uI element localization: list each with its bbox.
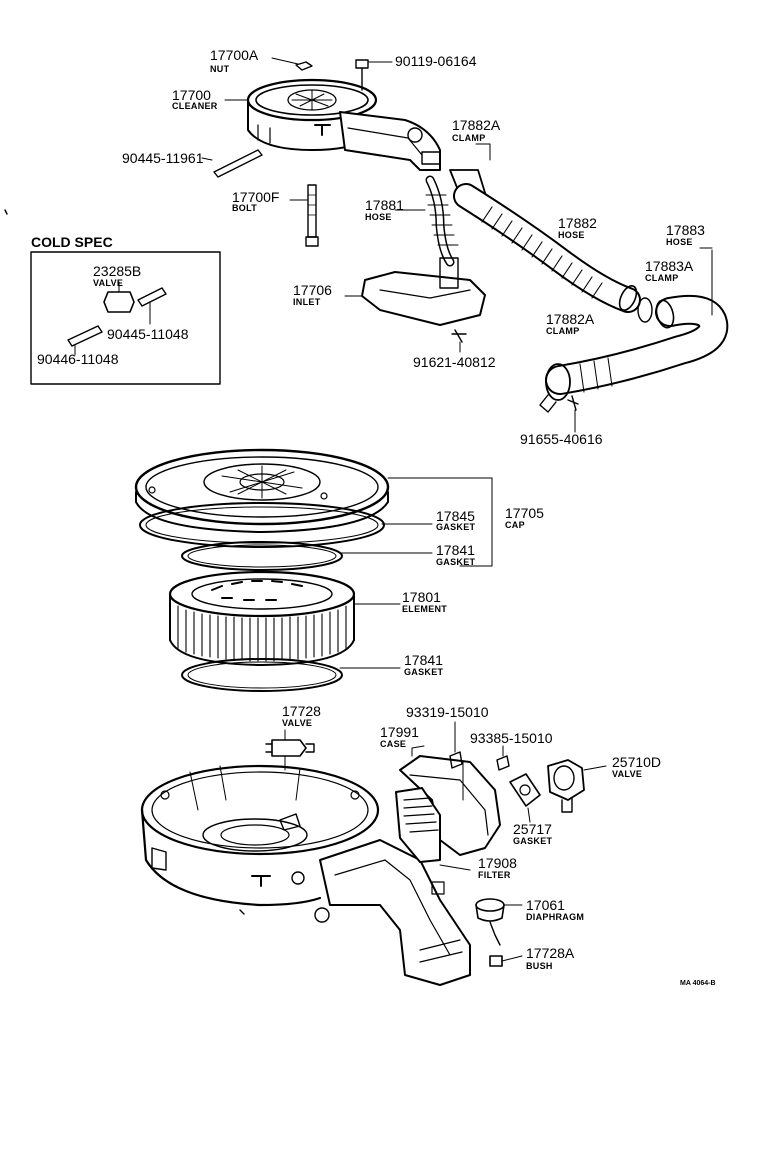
- part-number-90445-11961: 90445-11961: [122, 150, 204, 166]
- part-number-91621-40812: 91621-40812: [413, 354, 496, 370]
- part-name-gasket-17845: GASKET: [436, 522, 476, 532]
- part-number-90445-11048: 90445-11048: [107, 326, 189, 342]
- hose-17882: [449, 143, 641, 313]
- part-number-90119-06164: 90119-06164: [395, 53, 477, 69]
- part-number-17700F: 17700F: [232, 189, 280, 205]
- part-number-17882A-bottom: 17882A: [546, 311, 595, 327]
- part-number-17883A: 17883A: [645, 258, 694, 274]
- part-name-bush: BUSH: [526, 961, 553, 971]
- part-number-17882: 17882: [558, 215, 597, 231]
- element-17801: [168, 570, 401, 666]
- part-number-17881: 17881: [365, 197, 404, 213]
- hose-17881: [394, 175, 459, 267]
- cold-spec-box: [30, 251, 221, 385]
- part-name-cleaner: CLEANER: [172, 101, 218, 111]
- cleaner-top-assembly: [224, 57, 441, 171]
- part-name-filter: FILTER: [478, 870, 511, 880]
- gasket-25717: [509, 773, 541, 823]
- part-number-17841-upper: 17841: [436, 542, 475, 558]
- screw-93385-15010: [496, 745, 510, 771]
- part-number-17700: 17700: [172, 87, 211, 103]
- part-number-91655-40616: 91655-40616: [520, 431, 603, 447]
- part-name-hose-17881: HOSE: [365, 212, 392, 222]
- part-name-case: CASE: [380, 739, 407, 749]
- part-number-17801: 17801: [402, 589, 441, 605]
- part-name-element: ELEMENT: [402, 604, 448, 614]
- inlet-17706: [344, 257, 486, 353]
- part-number-25717: 25717: [513, 821, 552, 837]
- stud-90445-11961: [201, 149, 263, 178]
- part-name-diaphragm: DIAPHRAGM: [526, 912, 585, 922]
- part-name-gasket-17841-lower: GASKET: [404, 667, 444, 677]
- part-name-hose-17882: HOSE: [558, 230, 585, 240]
- part-number-17841-lower: 17841: [404, 652, 443, 668]
- part-number-17061: 17061: [526, 897, 565, 913]
- gasket-17841-upper: [181, 541, 433, 571]
- part-name-valve-17728: VALVE: [282, 718, 313, 728]
- screw-93319-15010: [449, 721, 464, 801]
- part-name-valve-23285B: VALVE: [93, 278, 124, 288]
- part-name-clamp-17883A: CLAMP: [645, 273, 679, 283]
- part-number-17845: 17845: [436, 508, 475, 524]
- part-number-17728: 17728: [282, 703, 321, 719]
- part-name-clamp-bottom: CLAMP: [546, 326, 580, 336]
- diaphragm-17061: [475, 898, 523, 946]
- part-number-17706: 17706: [293, 282, 332, 298]
- part-number-17883: 17883: [666, 222, 705, 238]
- part-number-93385-15010: 93385-15010: [470, 730, 553, 746]
- part-number-90446-11048: 90446-11048: [37, 351, 119, 367]
- part-number-17728A: 17728A: [526, 945, 575, 961]
- part-name-gasket-17841-upper: GASKET: [436, 557, 476, 567]
- part-name-inlet: INLET: [293, 297, 321, 307]
- part-name-hose-17883: HOSE: [666, 237, 693, 247]
- part-name-gasket-25717: GASKET: [513, 836, 553, 846]
- part-number-23285B: 23285B: [93, 263, 142, 279]
- hose-17883: [539, 247, 729, 433]
- bolt-17700F: [289, 184, 319, 247]
- drawing-reference: MA 4064-B: [680, 980, 716, 987]
- part-name-cap: CAP: [505, 520, 525, 530]
- gasket-17841-lower: [181, 658, 401, 692]
- part-number-93319-15010: 93319-15010: [406, 704, 489, 720]
- part-name-clamp-top: CLAMP: [452, 133, 486, 143]
- cold-spec-title: COLD SPEC: [31, 234, 113, 250]
- bush-17728A: [489, 955, 523, 967]
- part-name-bolt: BOLT: [232, 203, 258, 213]
- part-name-valve-25710D: VALVE: [612, 769, 643, 779]
- filter-17908: [395, 787, 471, 871]
- part-number-17991: 17991: [380, 724, 419, 740]
- lower-housing: [140, 729, 471, 986]
- part-number-17908: 17908: [478, 855, 517, 871]
- part-number-17700A: 17700A: [210, 47, 259, 63]
- valve-25710D: [547, 759, 607, 813]
- part-name-nut: NUT: [210, 64, 230, 74]
- part-number-25710D: 25710D: [612, 754, 662, 770]
- part-number-17882A-top: 17882A: [452, 117, 501, 133]
- part-number-17705: 17705: [505, 505, 544, 521]
